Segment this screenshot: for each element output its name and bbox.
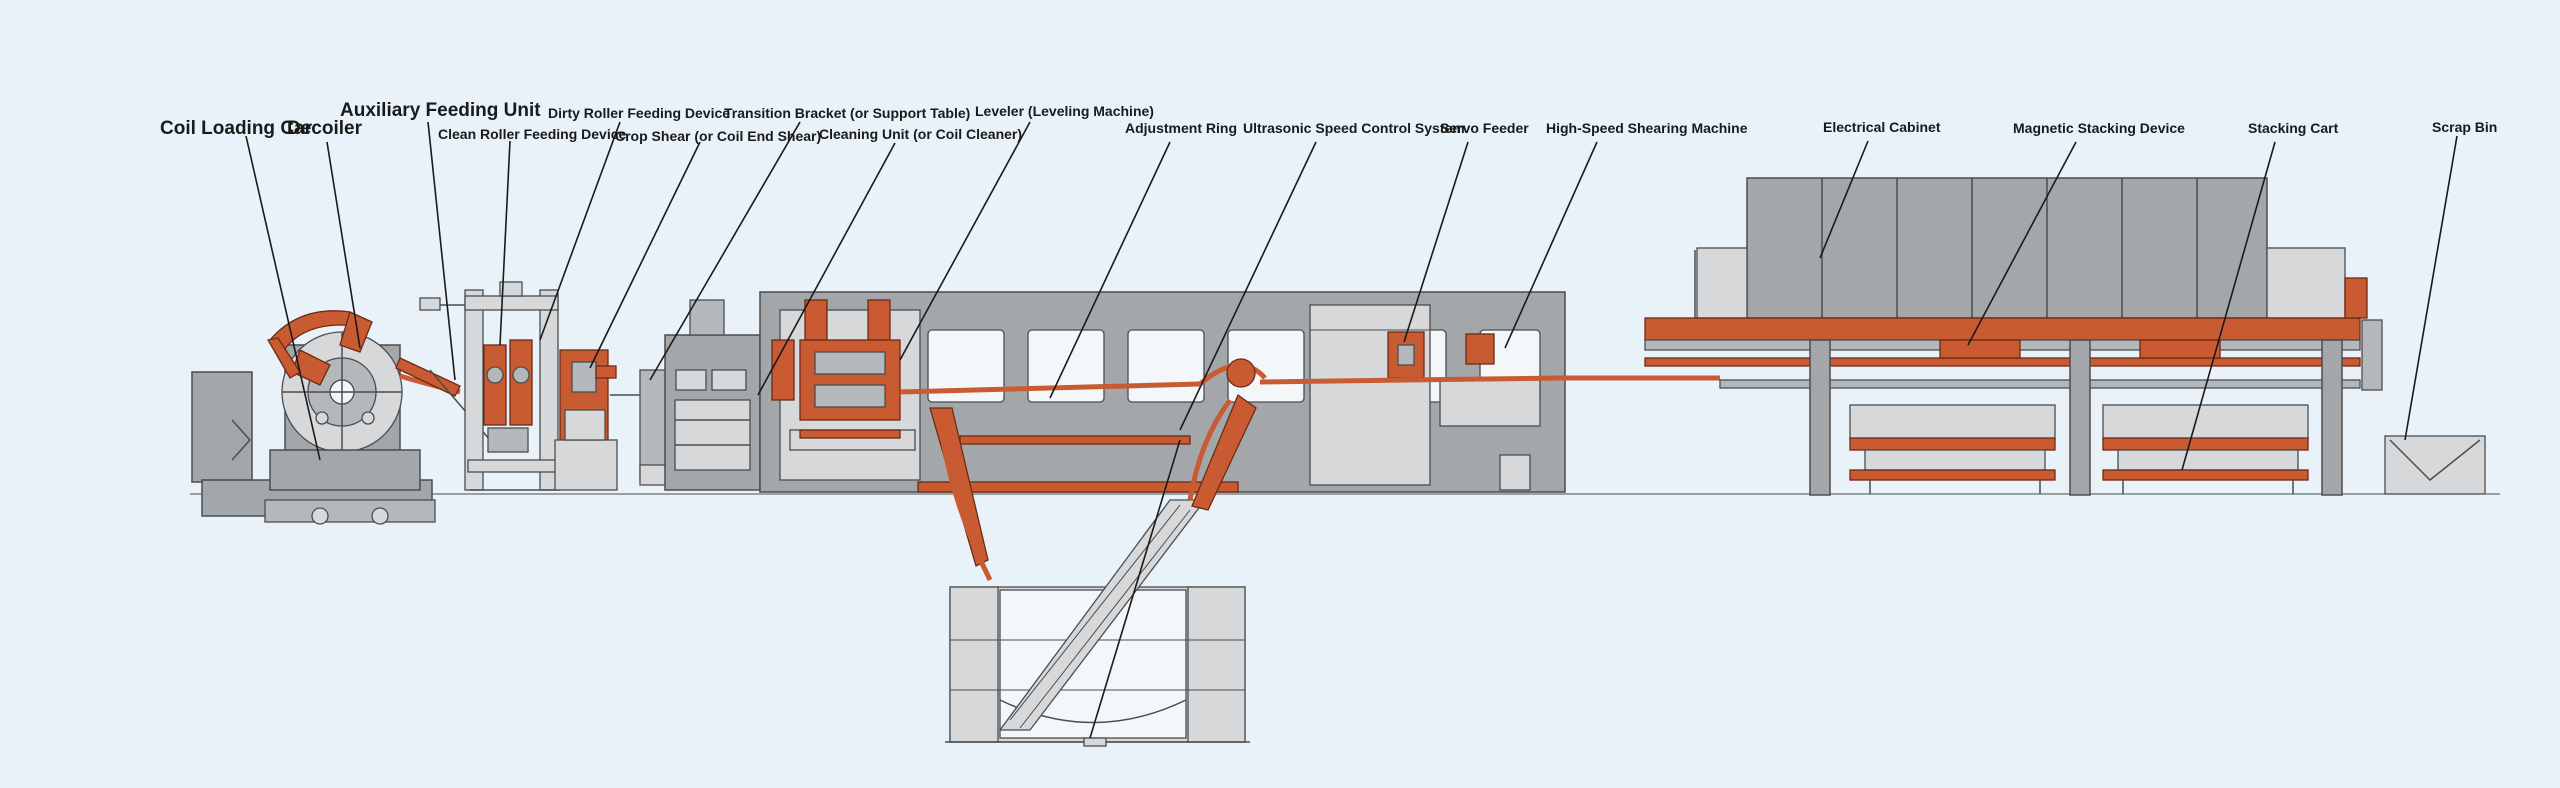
label-cleaning-unit: Cleaning Unit (or Coil Cleaner) bbox=[819, 126, 1022, 142]
label-clean-roller-feeding-device: Clean Roller Feeding Device bbox=[438, 126, 626, 142]
label-electrical-cabinet: Electrical Cabinet bbox=[1823, 119, 1941, 135]
label-stacking-cart: Stacking Cart bbox=[2248, 120, 2339, 136]
stacking-cart-machine bbox=[1849, 404, 2309, 494]
label-transition-bracket: Transition Bracket (or Support Table) bbox=[724, 105, 970, 121]
label-decoiler: Decoiler bbox=[287, 118, 363, 139]
label-dirty-roller-feeding-device: Dirty Roller Feeding Device bbox=[548, 105, 730, 121]
leader-lines bbox=[245, 121, 2458, 739]
adjustment-ring-pit bbox=[917, 358, 1257, 747]
label-leveler: Leveler (Leveling Machine) bbox=[975, 103, 1154, 119]
decoiler-machine bbox=[266, 310, 461, 491]
crop-shear-machine bbox=[554, 349, 660, 491]
strip-path bbox=[899, 363, 1720, 395]
label-ultrasonic-speed-control-system: Ultrasonic Speed Control System bbox=[1243, 120, 1465, 136]
label-coil-loading-car: Coil Loading Car bbox=[160, 118, 313, 139]
feeding-device-frame bbox=[464, 281, 560, 491]
label-servo-feeder: Servo Feeder bbox=[1440, 120, 1529, 136]
leveler-enclosure bbox=[759, 291, 1566, 493]
electrical-cabinet-machine bbox=[1746, 177, 2268, 319]
label-crop-shear: Crop Shear (or Coil End Shear) bbox=[615, 128, 821, 144]
label-scrap-bin: Scrap Bin bbox=[2432, 119, 2497, 135]
magnetic-stacking-device-machine bbox=[1644, 247, 2383, 496]
label-magnetic-stacking-device: Magnetic Stacking Device bbox=[2013, 120, 2185, 136]
scrap-bin-machine bbox=[2384, 435, 2486, 495]
cleaning-unit-machine bbox=[664, 299, 761, 491]
label-adjustment-ring: Adjustment Ring bbox=[1125, 120, 1237, 136]
label-auxiliary-feeding-unit: Auxiliary Feeding Unit bbox=[340, 100, 541, 121]
label-high-speed-shearing-machine: High-Speed Shearing Machine bbox=[1546, 120, 1748, 136]
